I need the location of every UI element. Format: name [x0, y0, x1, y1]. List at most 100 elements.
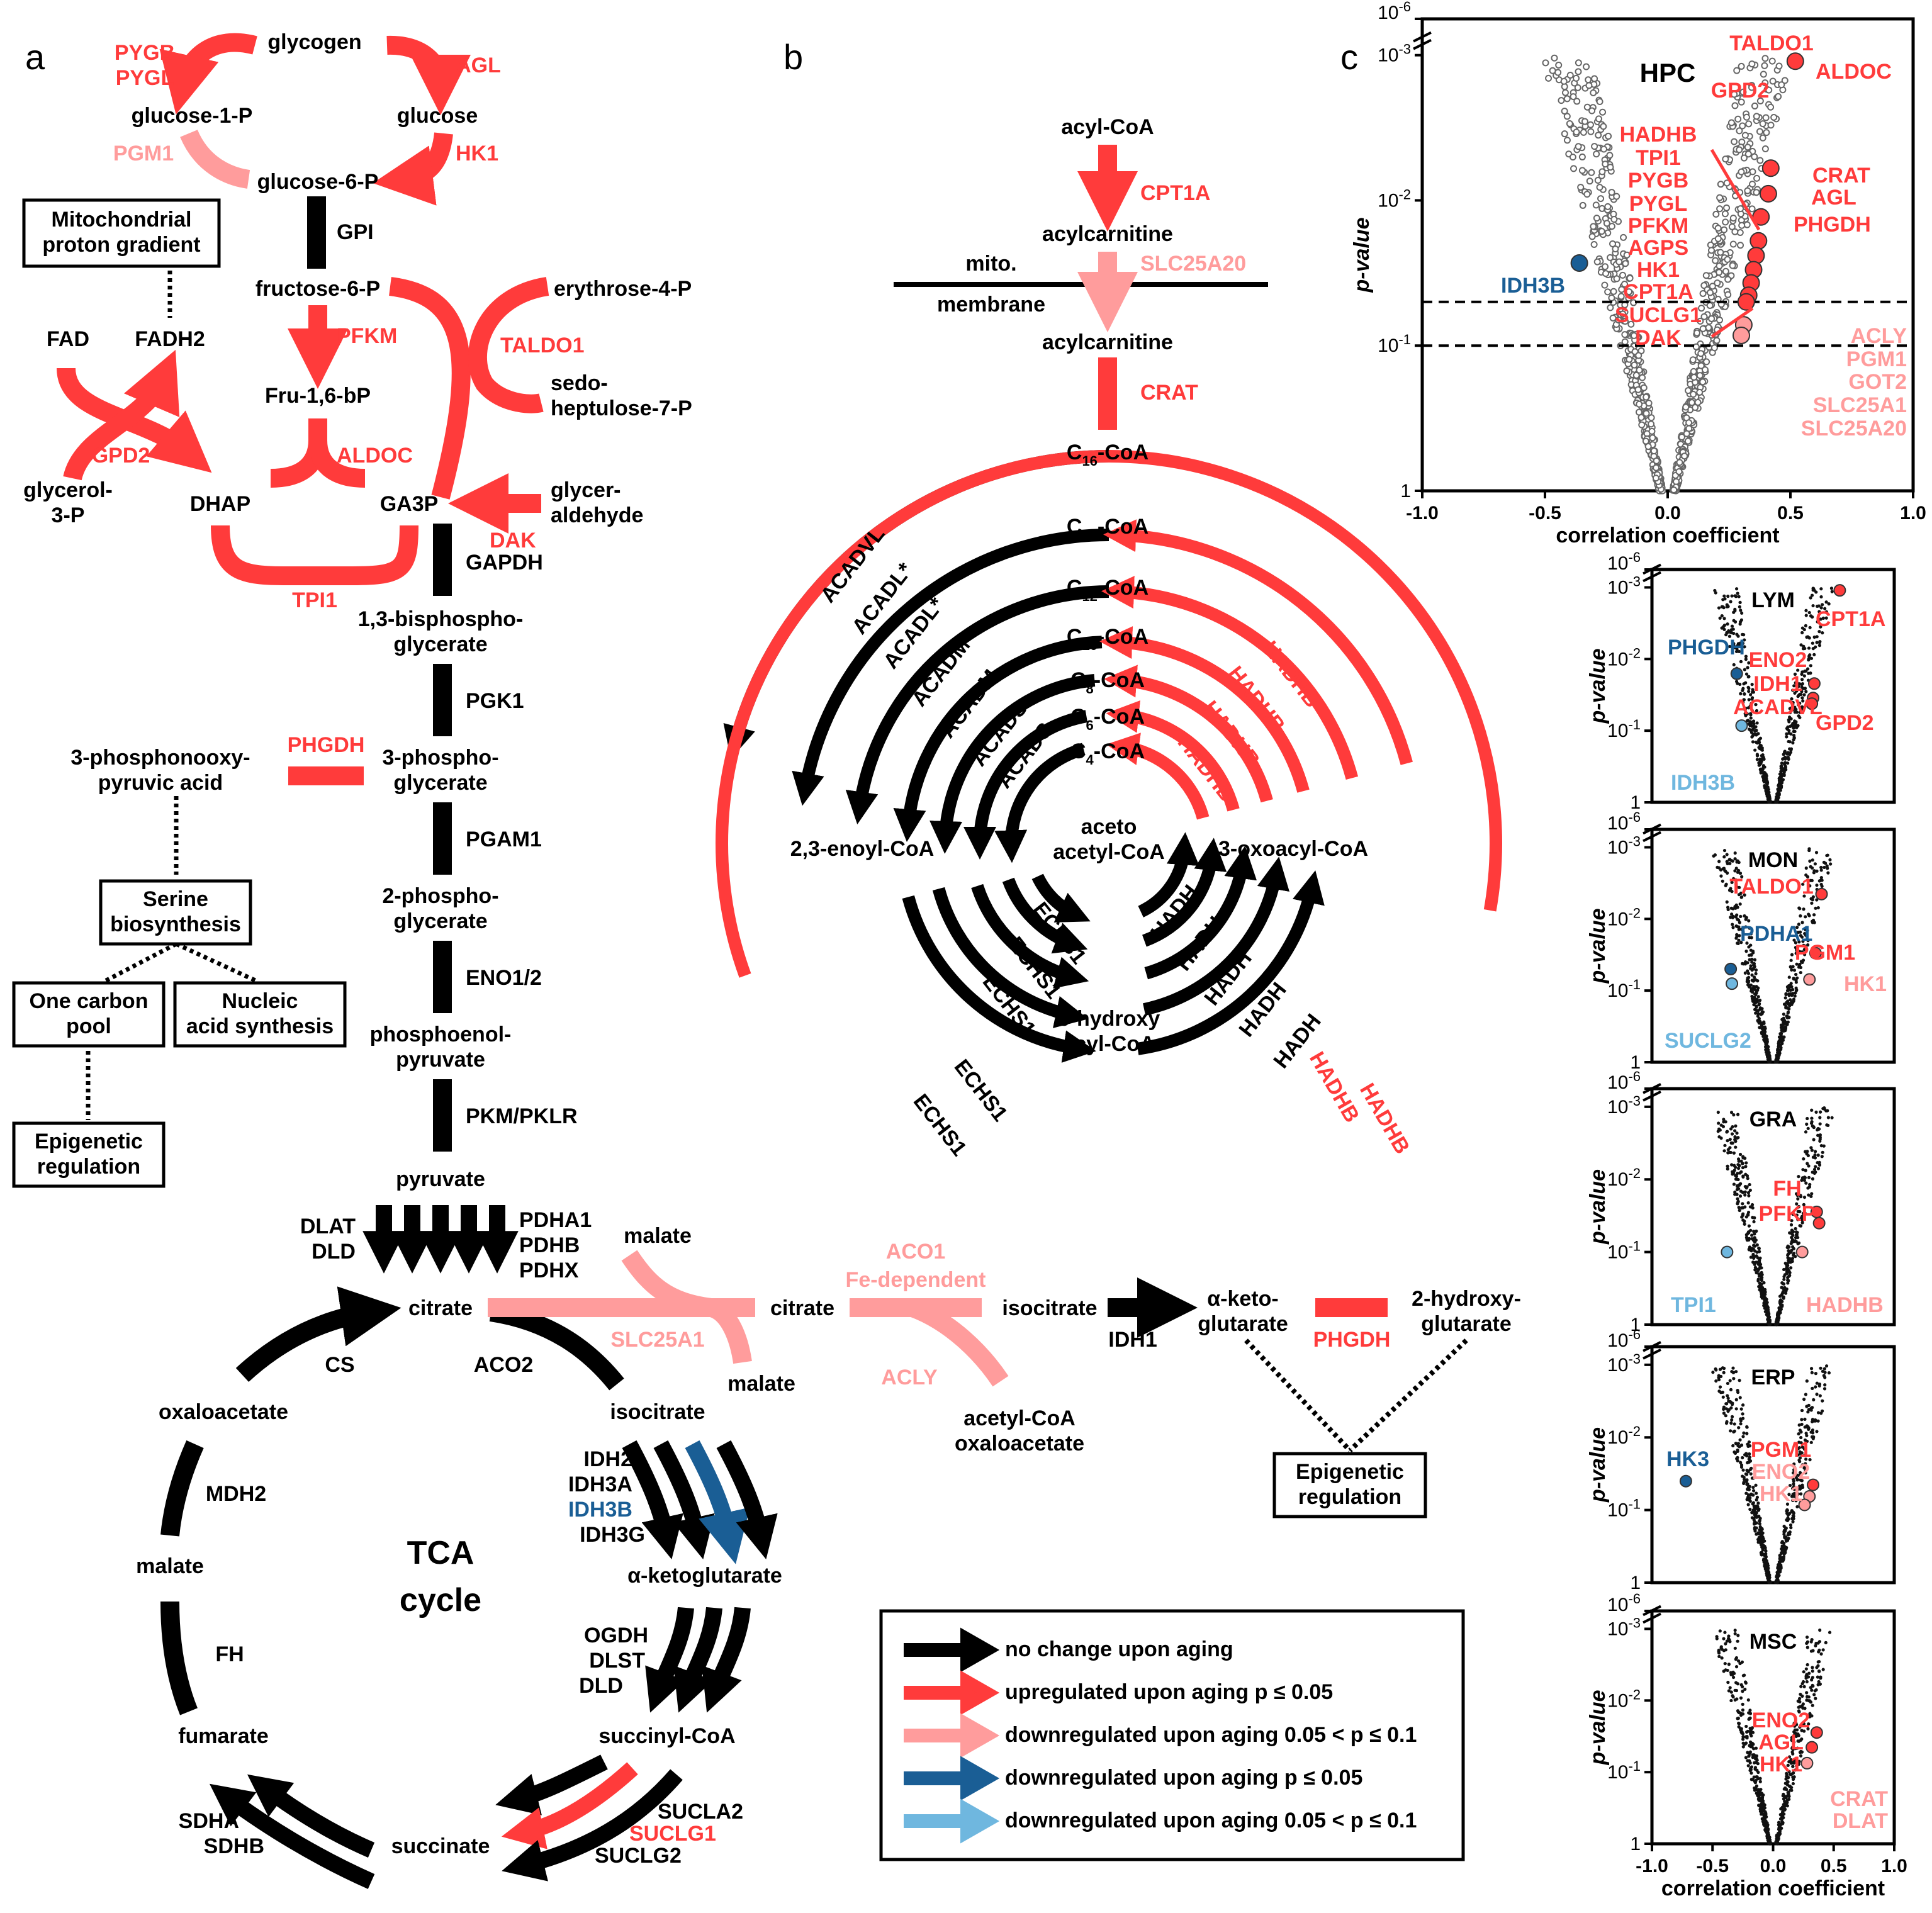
gene-labels: ALDOC: [1816, 60, 1892, 84]
bg-point: [1742, 1431, 1746, 1435]
bg-point: [1794, 946, 1798, 950]
bg-point: [1756, 1793, 1760, 1797]
bg-point: [1749, 713, 1753, 717]
bg-point: [1819, 1144, 1823, 1148]
bg-point: [1732, 619, 1736, 622]
bg-point: [1724, 1407, 1729, 1411]
b-mito: mito.: [965, 252, 1016, 276]
bg-point: [1822, 1387, 1827, 1391]
bg-point: [1756, 1260, 1760, 1264]
cyto-fe-dependent: Fe-dependent: [846, 1268, 986, 1292]
bg-point: [1778, 772, 1782, 776]
bg-point: [1738, 1438, 1742, 1442]
bg-point: [1780, 1018, 1784, 1021]
bg-point: [1734, 1140, 1738, 1143]
bar-gapdh: [433, 524, 452, 596]
bg-point: [1753, 174, 1761, 182]
gene-labels: PGM1: [1751, 1438, 1811, 1462]
bg-point: [1718, 1367, 1722, 1371]
bg-point: [1804, 1471, 1807, 1475]
bg-point: [1790, 697, 1794, 701]
gene-label: AGL: [1811, 186, 1856, 210]
bg-point: [1827, 1371, 1831, 1375]
bg-point: [1716, 317, 1724, 324]
bg-point: [1732, 1113, 1736, 1117]
bg-point: [1794, 986, 1798, 990]
bg-point: [1743, 893, 1746, 897]
bg-point: [1746, 1482, 1749, 1486]
bg-point: [1803, 1438, 1807, 1442]
bg-point: [1807, 1671, 1811, 1675]
bg-point: [1793, 994, 1797, 998]
bg-point: [1783, 1804, 1787, 1808]
highlight-point: [1570, 254, 1588, 272]
bg-point: [1747, 1247, 1751, 1251]
bg-point: [1734, 1145, 1738, 1149]
bg-point: [1788, 1532, 1792, 1536]
bg-point: [1722, 855, 1726, 859]
b-acylcarnitine-1: acylcarnitine: [1042, 222, 1173, 246]
gene-label: TALDO1: [1729, 875, 1813, 899]
bg-point: [1804, 873, 1808, 877]
bg-point: [1746, 1764, 1750, 1768]
bg-point: [1736, 941, 1739, 945]
bg-point: [1791, 965, 1795, 968]
bg-point: [1566, 120, 1573, 127]
bg-point: [1803, 1417, 1807, 1421]
background-points: [1715, 1628, 1832, 1846]
b-cpt1a: CPT1A: [1140, 181, 1210, 205]
bg-point: [1709, 283, 1716, 290]
bg-point: [1747, 919, 1751, 923]
gene-label: HADHB: [1620, 123, 1697, 147]
bg-point: [1806, 1153, 1810, 1158]
bg-point: [1790, 1736, 1794, 1739]
bg-point: [1795, 724, 1799, 728]
bg-point: [1811, 895, 1815, 899]
bg-point: [1751, 1756, 1755, 1759]
bg-point: [1795, 1488, 1799, 1492]
bg-point: [1805, 1122, 1809, 1126]
bg-point: [1766, 1577, 1770, 1581]
bg-point: [1783, 1551, 1787, 1554]
bg-point: [1785, 1800, 1789, 1805]
tca-enz-aco2: ACO2: [474, 1353, 533, 1377]
bg-point: [1755, 1784, 1759, 1788]
bg-point: [1805, 1673, 1809, 1676]
bg-point: [1789, 707, 1792, 711]
bg-point: [1733, 1646, 1737, 1650]
bg-point: [1743, 1680, 1748, 1684]
bg-point: [1753, 1788, 1757, 1792]
bg-point: [1752, 1002, 1756, 1007]
bg-point: [1760, 1273, 1763, 1277]
bg-point: [1778, 1817, 1783, 1821]
y-axis-label: p-value: [1586, 1169, 1610, 1245]
bg-point: [1739, 692, 1743, 696]
bg-point: [1756, 1788, 1760, 1792]
bg-point: [1734, 1398, 1738, 1401]
bg-point: [1729, 1388, 1733, 1391]
b-c8-coa: C8-CoA: [1070, 668, 1145, 697]
bg-point: [1739, 1714, 1743, 1717]
legend-swatch-arrow: [904, 1713, 1000, 1758]
bg-point: [1739, 941, 1743, 945]
bg-point: [1705, 324, 1712, 332]
bg-point: [1793, 729, 1797, 733]
bg-point: [1810, 1714, 1814, 1718]
bg-point: [1797, 1709, 1801, 1713]
bg-point: [1706, 301, 1714, 309]
plot-title: LYM: [1751, 588, 1795, 612]
bg-point: [1712, 257, 1719, 264]
bg-point: [1776, 1311, 1780, 1315]
b-aceto-1: aceto: [1081, 815, 1137, 839]
bg-point: [1755, 1271, 1758, 1275]
gene-label: PGM1: [1846, 347, 1907, 371]
y-tick-label: 10-3: [1607, 1093, 1641, 1118]
bg-point: [1796, 668, 1800, 672]
bg-point: [1794, 721, 1798, 724]
bg-point: [1800, 950, 1804, 954]
bg-point: [1746, 1503, 1750, 1506]
bg-point: [1753, 1236, 1756, 1240]
axis-break-icon: [1643, 823, 1661, 843]
